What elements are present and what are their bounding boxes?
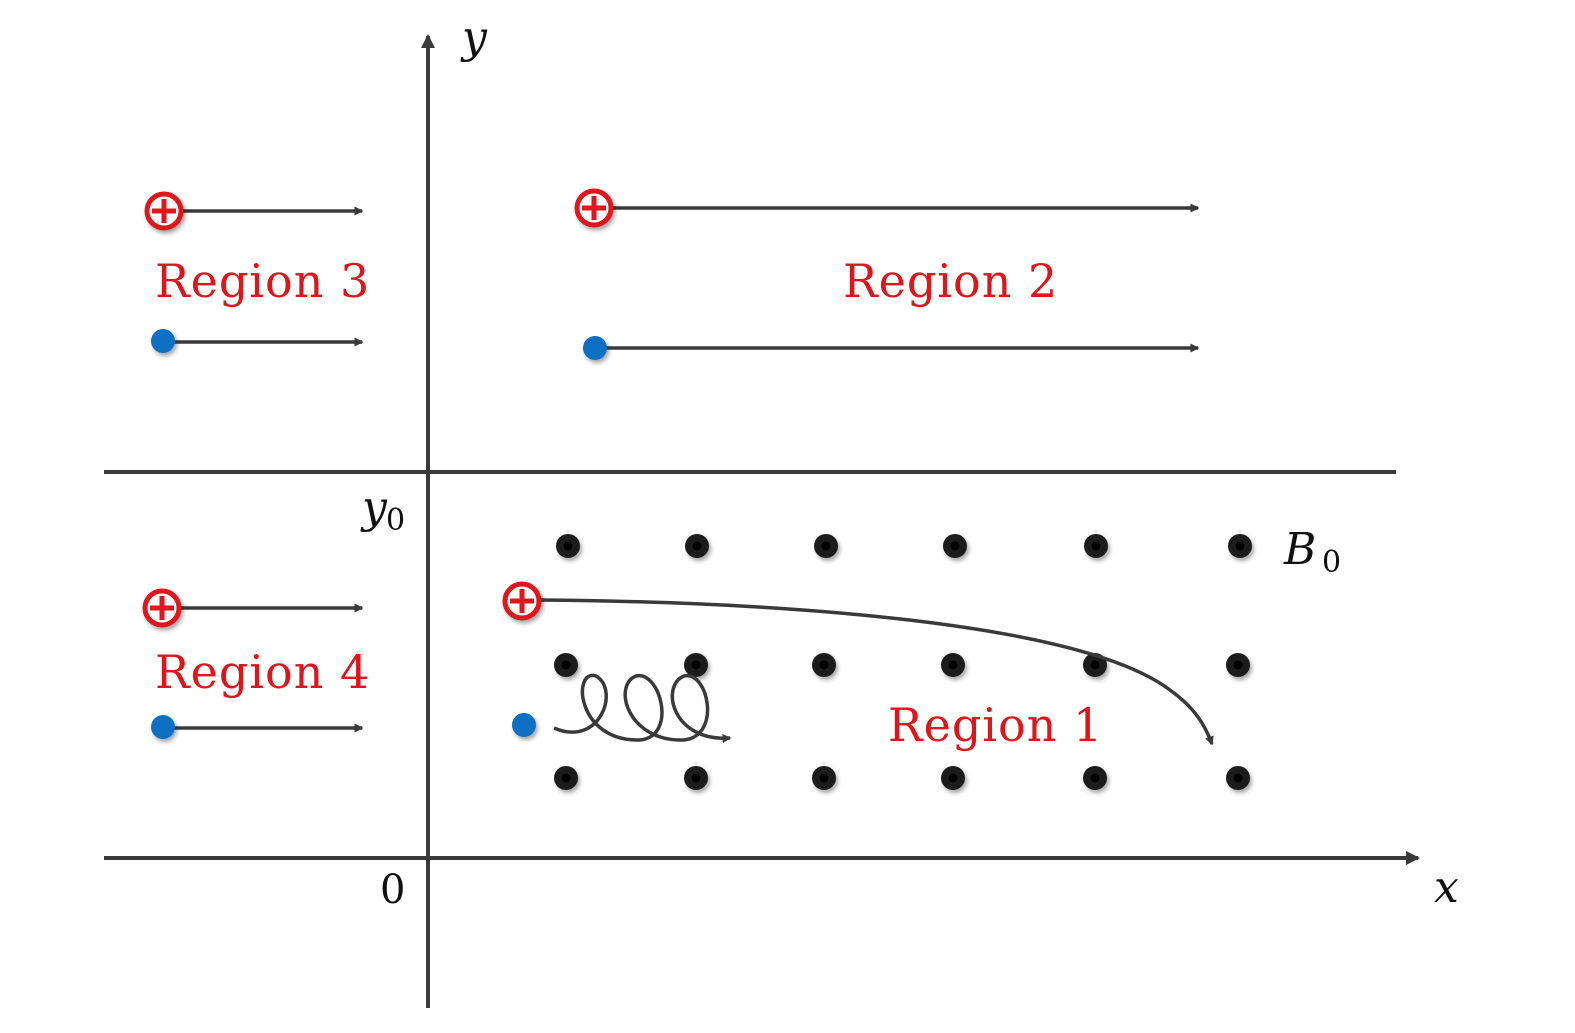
region-4-label: Region 4 <box>155 645 370 699</box>
region-3-label: Region 3 <box>155 254 370 308</box>
region-1-electron-spiral-trajectory <box>553 673 732 743</box>
field-label-main: B <box>1283 524 1316 575</box>
field-dot-icon <box>556 534 580 558</box>
field-label: B 0 <box>1283 524 1341 580</box>
field-dot-icon <box>684 653 708 677</box>
y0-label: y 0 <box>360 482 405 538</box>
field-dot-icon <box>941 653 965 677</box>
axes <box>104 34 1420 1008</box>
particles <box>142 188 614 739</box>
field-dot-icon <box>812 766 836 790</box>
electron-filled-circle-icon <box>583 336 607 360</box>
y0-label-main: y <box>360 482 388 533</box>
magnetic-field-dots <box>554 534 1252 790</box>
y-axis-label: y <box>460 12 488 63</box>
ion-circled-plus-icon <box>142 588 182 628</box>
ion-circled-plus-icon <box>502 581 542 621</box>
field-dot-icon <box>941 766 965 790</box>
field-dot-icon <box>554 653 578 677</box>
field-dot-icon <box>1226 766 1250 790</box>
electron-filled-circle-icon <box>512 713 536 737</box>
trajectory-arrows <box>172 203 1200 733</box>
x-axis-label: x <box>1434 862 1459 913</box>
field-dot-icon <box>685 534 709 558</box>
field-dot-icon <box>943 534 967 558</box>
field-dot-icon <box>814 534 838 558</box>
origin-label: 0 <box>380 867 405 913</box>
ion-circled-plus-icon <box>574 188 614 228</box>
y0-label-sub: 0 <box>386 503 405 538</box>
field-label-sub: 0 <box>1322 545 1341 580</box>
field-dot-icon <box>1228 534 1252 558</box>
field-dot-icon <box>1226 653 1250 677</box>
field-dot-icon <box>1084 534 1108 558</box>
region-1-ion-curved-trajectory <box>539 598 1214 746</box>
field-dot-icon <box>554 766 578 790</box>
electron-filled-circle-icon <box>151 329 175 353</box>
field-dot-icon <box>1083 766 1107 790</box>
ion-circled-plus-icon <box>144 191 184 231</box>
region-1-label: Region 1 <box>888 698 1103 752</box>
electron-filled-circle-icon <box>151 715 175 739</box>
field-dot-icon <box>684 766 708 790</box>
region-2-label: Region 2 <box>843 254 1058 308</box>
field-dot-icon <box>812 653 836 677</box>
